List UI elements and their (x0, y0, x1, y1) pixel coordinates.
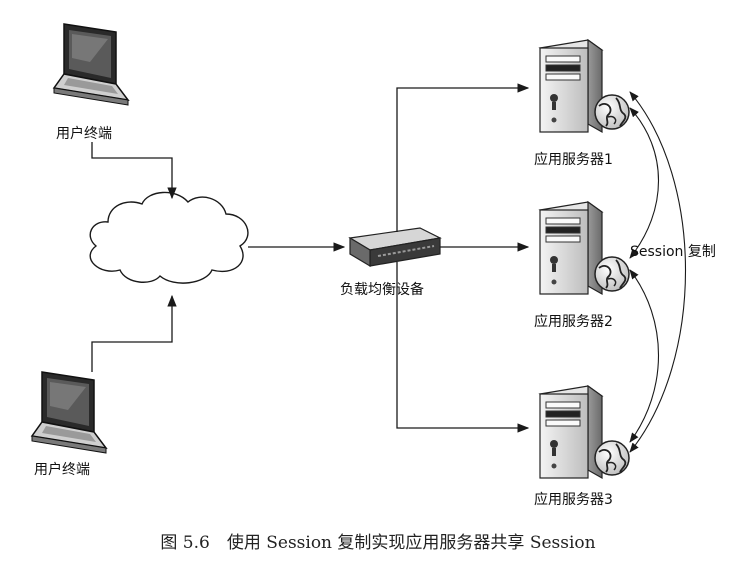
server-tower-icon (539, 385, 603, 479)
globe-icon (594, 256, 630, 292)
session-link-1-2 (629, 107, 660, 259)
server-tower-icon (539, 201, 603, 295)
session-link-2-3 (629, 269, 659, 443)
balancer-label: 负载均衡设备 (340, 281, 424, 298)
switch-icon (348, 227, 442, 268)
session-copy-label: Session 复制 (630, 243, 716, 260)
edge-terminal-top-to-cloud (91, 142, 177, 200)
globe-icon (594, 94, 630, 130)
laptop-icon (53, 23, 129, 106)
terminal-bottom-label: 用户终端 (34, 461, 90, 478)
laptop-icon (31, 371, 107, 454)
server1-label: 应用服务器1 (534, 151, 613, 168)
server2-label: 应用服务器2 (534, 313, 613, 330)
edge-balancer-to-server3 (396, 262, 530, 433)
edge-balancer-to-server1 (396, 83, 530, 232)
server-tower-icon (539, 39, 603, 133)
figure-caption: 图 5.6 使用 Session 复制实现应用服务器共享 Session (160, 532, 595, 553)
server3-label: 应用服务器3 (534, 491, 613, 508)
globe-icon (594, 440, 630, 476)
session-link-1-3 (629, 91, 686, 453)
edge-terminal-bottom-to-cloud (91, 294, 177, 372)
cloud-icon (89, 191, 249, 284)
terminal-top-label: 用户终端 (56, 125, 112, 142)
